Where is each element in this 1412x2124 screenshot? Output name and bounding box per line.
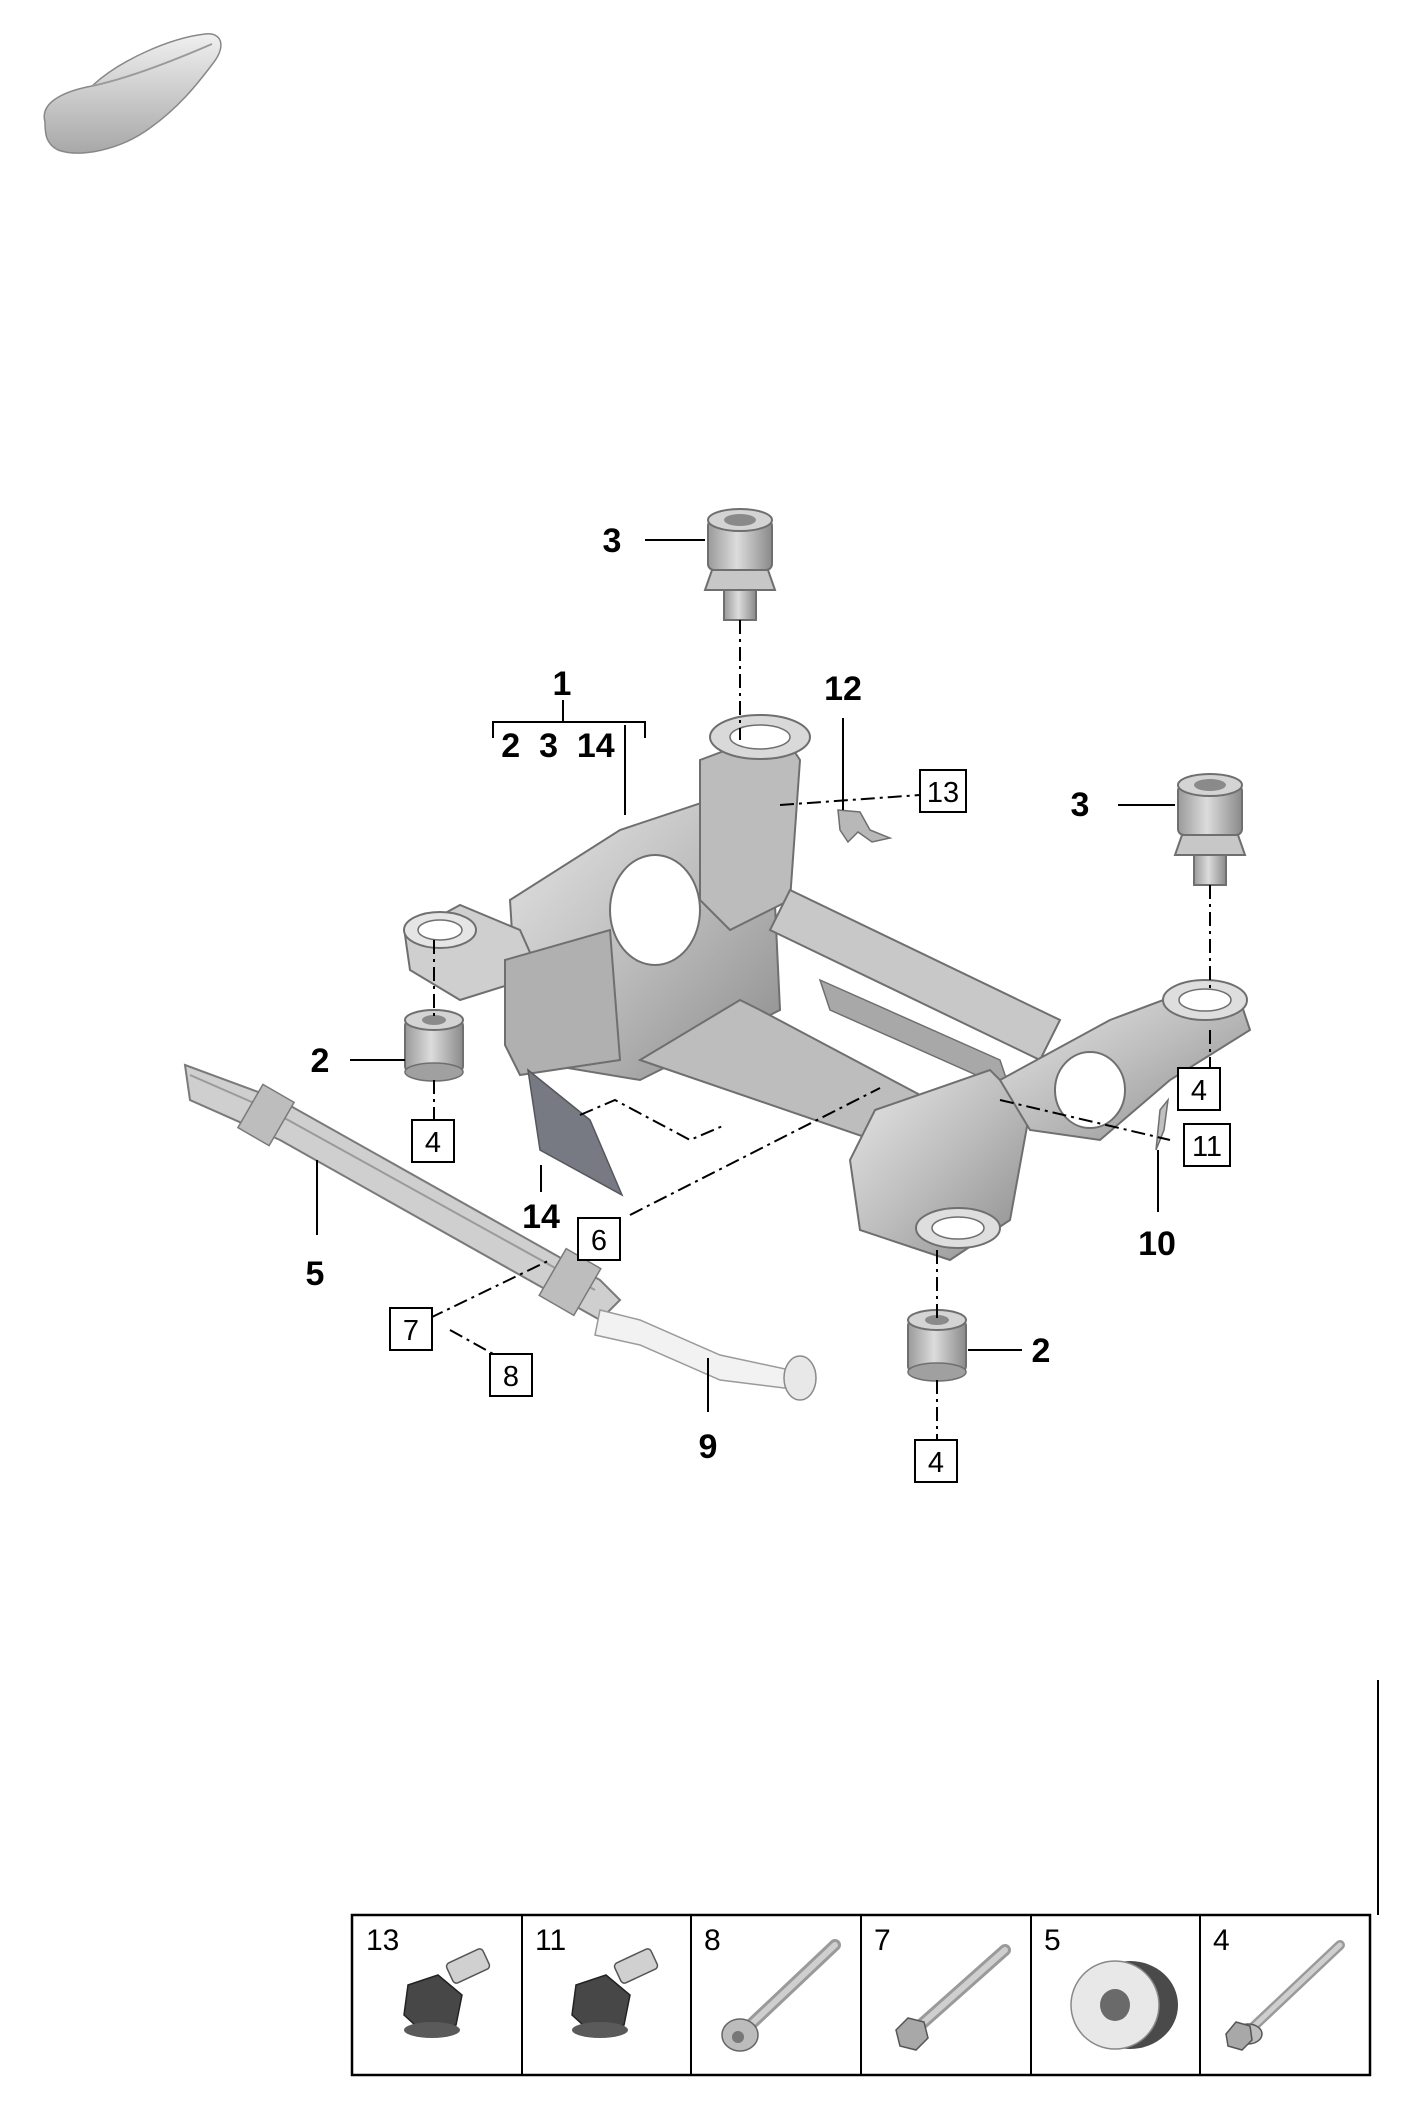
fastener-legend: 13 11 8 [350,1913,1372,2077]
vehicle-silhouette-icon [43,33,222,154]
legend-num-7: 7 [874,1924,891,1957]
callout-3-right: 3 [1071,786,1090,824]
link-rod [594,1309,817,1401]
ref-box-13: 13 [927,777,959,809]
bracket-clip [837,809,893,844]
callout-1-components: 2 3 14 [501,727,615,765]
ref-box-4-left: 4 [425,1127,441,1159]
ref-box-4-right: 4 [1191,1075,1207,1107]
callout-3-top: 3 [603,522,622,560]
legend-num-11: 11 [535,1924,566,1957]
long-hex-bolt-icon [1225,1940,1345,2051]
long-torx-bolt-icon [721,1939,841,2052]
lower-mount-bushing-left [404,1009,464,1082]
callout-2-right: 2 [1032,1332,1051,1370]
legend-num-5: 5 [1044,1924,1061,1957]
legend-cell-13: 13 [366,1924,491,2038]
ref-box-6: 6 [591,1225,607,1257]
callout-labels: 1 2 3 14 3 3 2 2 12 5 14 9 10 [306,522,1176,1466]
legend-num-4: 4 [1213,1924,1230,1957]
callout-2-left: 2 [311,1042,330,1080]
callout-10: 10 [1138,1225,1176,1263]
long-hex-bolt-icon [895,1944,1011,2051]
legend-num-13: 13 [366,1924,399,1957]
callout-1: 1 [553,665,572,703]
washer-bushing-icon [1070,1960,1178,2050]
legend-cell-7: 7 [874,1924,1011,2051]
boxed-references: 4 4 4 6 7 8 11 13 [389,769,1231,1483]
leader-lines [316,539,1379,1915]
callout-12: 12 [824,670,862,708]
legend-cell-8: 8 [704,1924,841,2052]
upper-mount-bushing-right [1173,773,1247,886]
flange-hex-bolt-icon [403,1948,491,2038]
ref-box-7: 7 [403,1315,419,1347]
legend-cell-5: 5 [1044,1924,1178,2050]
legend-num-8: 8 [704,1924,721,1957]
ref-box-8: 8 [503,1361,519,1393]
retaining-clip [1155,1097,1170,1151]
ref-box-11: 11 [1192,1131,1222,1163]
upper-mount-bushing-top [703,508,777,621]
callout-14: 14 [522,1198,560,1236]
heat-shield-plate [526,1068,624,1197]
callout-5: 5 [306,1255,325,1293]
flange-hex-bolt-icon [571,1948,659,2038]
legend-cell-11: 11 [535,1924,659,2038]
legend-cell-4: 4 [1213,1924,1345,2051]
subframe-crossmember [403,714,1252,1262]
strut-brace-bar [183,1063,622,1322]
lower-mount-bushing-right [907,1309,967,1382]
ref-box-4-bottom: 4 [928,1447,944,1479]
callout-9: 9 [699,1428,718,1466]
